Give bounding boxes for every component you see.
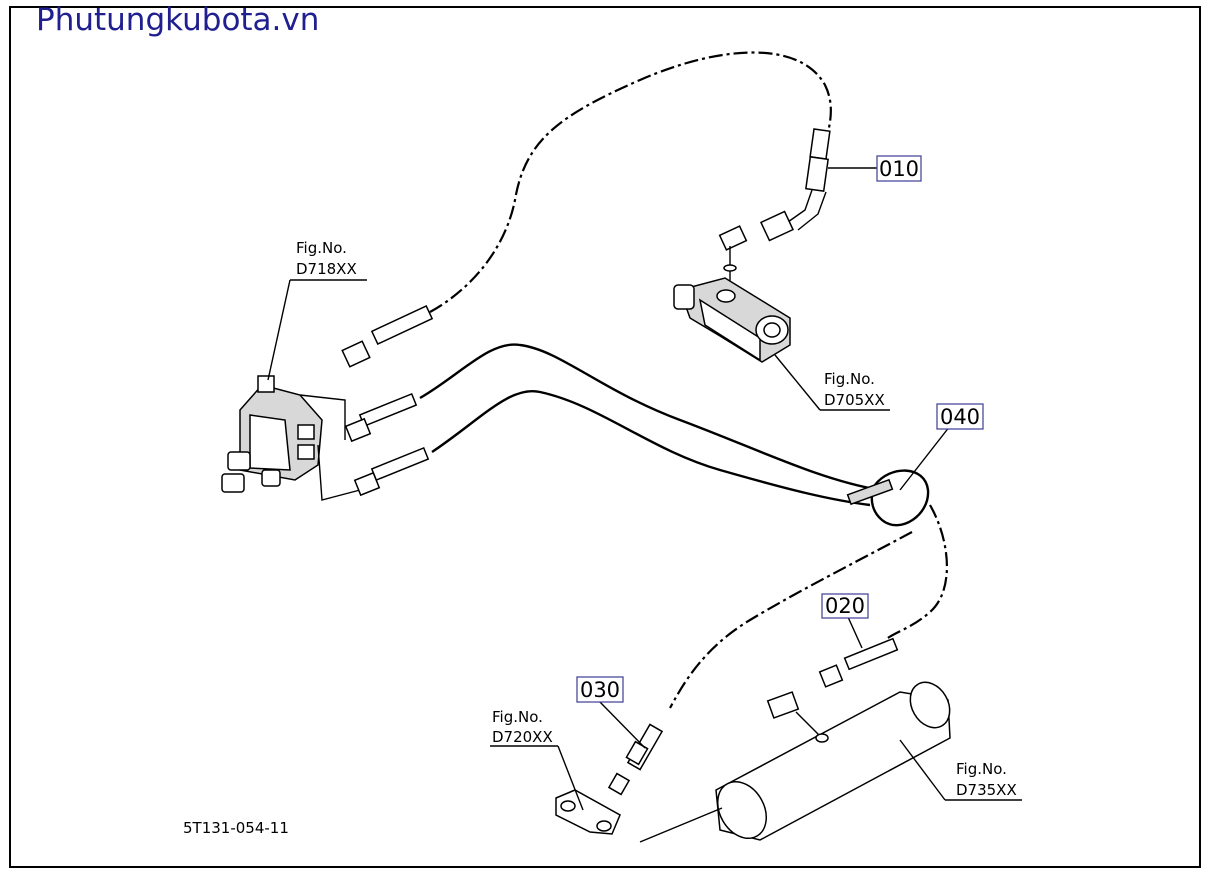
- callout-010-text: 010: [879, 157, 919, 181]
- fig-ref-d705[interactable]: Fig.No. D705XX: [824, 370, 885, 409]
- callout-030-text: 030: [580, 678, 620, 702]
- fig-ref-d720-label: Fig.No.: [492, 708, 543, 726]
- fig-ref-d705-label: Fig.No.: [824, 370, 875, 388]
- fig-ref-d705-code: D705XX: [824, 391, 885, 409]
- fig-ref-d735-label: Fig.No.: [956, 760, 1007, 778]
- hydraulic-pump: [673, 277, 791, 363]
- hose-clamp-040: [846, 469, 930, 527]
- hose-020: [818, 504, 948, 688]
- hose-010: [341, 51, 832, 368]
- pipe-bracket: [555, 789, 621, 835]
- leader-lines: [267, 167, 1022, 811]
- fig-ref-d735-code: D735XX: [956, 781, 1017, 799]
- control-valve: [221, 375, 361, 501]
- callout-040-text: 040: [940, 405, 980, 429]
- diagram-code: 5T131-054-11: [183, 819, 289, 837]
- fig-ref-d720-code: D720XX: [492, 728, 553, 746]
- fig-ref-d735[interactable]: Fig.No. D735XX: [956, 760, 1017, 799]
- fig-ref-d718[interactable]: Fig.No. D718XX: [296, 239, 357, 278]
- lift-cylinder: [639, 681, 951, 843]
- fig-ref-d720[interactable]: Fig.No. D720XX: [492, 708, 553, 746]
- callout-010[interactable]: 010: [876, 155, 922, 182]
- hose-pair: [344, 343, 881, 507]
- watermark-text: Phutungkubota.vn: [36, 2, 320, 38]
- callout-030[interactable]: 030: [576, 676, 624, 703]
- callout-020[interactable]: 020: [821, 593, 869, 619]
- fig-ref-d718-code: D718XX: [296, 260, 357, 278]
- callout-020-text: 020: [825, 594, 865, 618]
- fig-ref-d718-label: Fig.No.: [296, 239, 347, 257]
- drawing-frame: [9, 6, 1201, 868]
- callout-040[interactable]: 040: [936, 403, 984, 430]
